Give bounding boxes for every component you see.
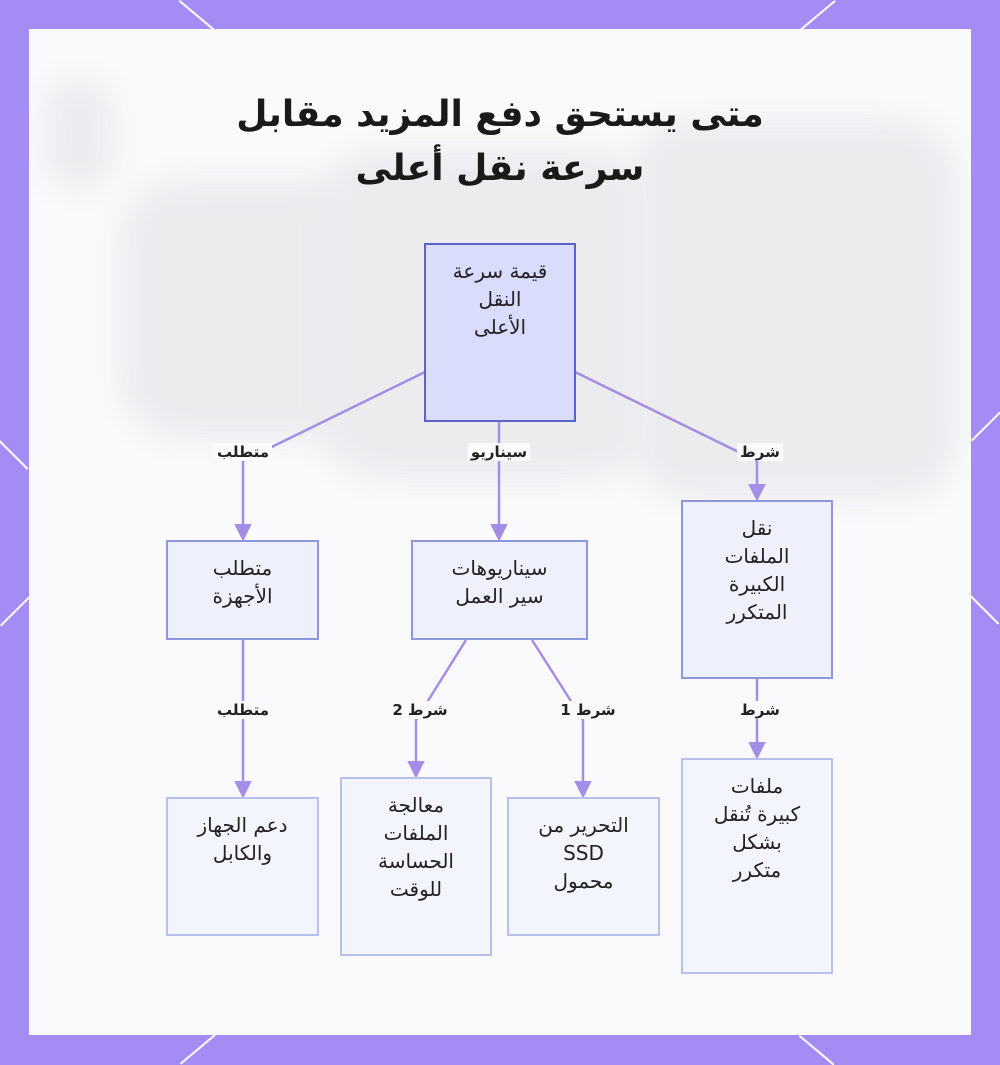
- edge-label-condition: شرط: [737, 443, 783, 461]
- node-time-sensitive-label: معالجة الملفات الحساسة للوقت: [378, 793, 454, 901]
- title-line-1: متى يستحق دفع المزيد مقابل: [236, 94, 764, 135]
- node-large-files: نقل الملفات الكبيرة المتكرر: [681, 500, 833, 679]
- node-hardware-label: متطلب الأجهزة: [212, 556, 273, 608]
- node-workflow-label: سيناريوهات سير العمل: [451, 556, 548, 608]
- diagram-title: متى يستحق دفع المزيد مقابل سرعة نقل أعلى: [0, 88, 1000, 196]
- edge-label-condition-3: شرط: [737, 701, 783, 719]
- node-workflow: سيناريوهات سير العمل: [411, 540, 588, 640]
- edge-workflow-ssd: [530, 639, 592, 799]
- edge-root-large-files: [574, 370, 766, 502]
- node-hardware: متطلب الأجهزة: [166, 540, 319, 640]
- edge-label-requirement: متطلب: [213, 443, 273, 461]
- node-root-label: قيمة سرعة النقل الأعلى: [452, 259, 548, 339]
- title-line-2: سرعة نقل أعلى: [355, 148, 645, 189]
- edge-workflow-time: [407, 639, 468, 779]
- node-time-sensitive: معالجة الملفات الحساسة للوقت: [340, 777, 492, 956]
- background-shape: [629, 119, 959, 499]
- node-frequent-large-label: ملفات كبيرة تُنقل بشكل متكرر: [713, 774, 801, 882]
- node-ssd-editing-label: التحرير من SSD محمول: [538, 813, 629, 893]
- background-shape: [44, 79, 114, 189]
- node-large-files-label: نقل الملفات الكبيرة المتكرر: [724, 516, 790, 624]
- edge-root-hardware: [234, 370, 426, 542]
- node-frequent-large: ملفات كبيرة تُنقل بشكل متكرر: [681, 758, 833, 974]
- edge-label-scenario: سيناريو: [467, 443, 531, 461]
- edge-label-condition-2: شرط 2: [389, 701, 451, 719]
- node-device-cable: دعم الجهاز والكابل: [166, 797, 319, 936]
- edge-label-condition-1: شرط 1: [557, 701, 619, 719]
- node-device-cable-label: دعم الجهاز والكابل: [197, 813, 288, 865]
- edge-label-requirement-2: متطلب: [213, 701, 273, 719]
- node-ssd-editing: التحرير من SSD محمول: [507, 797, 660, 936]
- node-root: قيمة سرعة النقل الأعلى: [424, 243, 576, 422]
